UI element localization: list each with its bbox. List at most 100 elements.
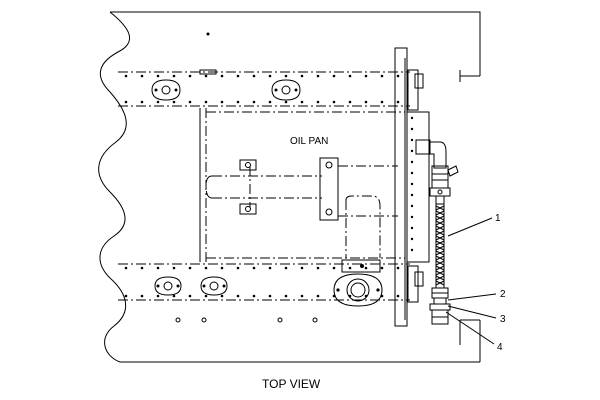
leader-lines xyxy=(445,217,497,345)
bolt-hole xyxy=(268,266,272,270)
callout-2: 2 xyxy=(500,289,506,300)
bolt-hole xyxy=(268,74,272,78)
bolt-hole xyxy=(252,266,256,270)
bolt-hole xyxy=(172,266,176,270)
bolt-hole xyxy=(316,266,320,270)
mounting-pad xyxy=(151,79,181,101)
bolt-hole xyxy=(396,100,400,104)
bolt-hole xyxy=(284,74,288,78)
bolt-hole xyxy=(220,294,224,298)
bolt-hole xyxy=(140,266,144,270)
bolt-hole xyxy=(220,74,224,78)
bolt-hole xyxy=(410,226,414,230)
bolt-hole xyxy=(140,74,144,78)
bolt-hole xyxy=(236,74,240,78)
bolt-hole xyxy=(364,74,368,78)
bolt-hole xyxy=(380,74,384,78)
bolt-hole xyxy=(396,294,400,298)
braided-hose xyxy=(435,204,445,288)
bolt-hole xyxy=(348,100,352,104)
callout-4: 4 xyxy=(497,342,503,353)
bolt-hole xyxy=(140,100,144,104)
bolt-hole xyxy=(300,294,304,298)
bolt-hole xyxy=(410,248,414,252)
bolt-hole xyxy=(410,149,414,153)
bolt-hole xyxy=(284,100,288,104)
drain-flange xyxy=(333,259,383,307)
hose-braid-segment xyxy=(435,235,445,241)
bolt-hole xyxy=(410,204,414,208)
right-mounting-plate xyxy=(394,47,430,327)
bolt-hole xyxy=(364,266,368,270)
bolt-hole xyxy=(172,74,176,78)
bolt-hole xyxy=(316,100,320,104)
hose-braid-segment xyxy=(435,265,445,271)
bolt-hole xyxy=(380,266,384,270)
bolt-hole xyxy=(284,294,288,298)
bolt-hole xyxy=(220,100,224,104)
bolt-hole xyxy=(348,266,352,270)
bolt-hole xyxy=(396,266,400,270)
hose-braid-segment xyxy=(435,245,445,251)
bolt-hole xyxy=(410,127,414,131)
bolt-hole xyxy=(252,74,256,78)
bolt-hole xyxy=(236,266,240,270)
callout-1: 1 xyxy=(495,213,501,224)
upper-housing xyxy=(98,11,481,279)
bolt-hole xyxy=(410,237,414,241)
bolt-hole xyxy=(410,215,414,219)
drain-valve xyxy=(415,139,459,205)
hose-braid-segment xyxy=(435,220,445,226)
bolt-hole xyxy=(316,74,320,78)
bolt-hole xyxy=(316,294,320,298)
bolt-hole xyxy=(252,100,256,104)
bolt-hole xyxy=(396,74,400,78)
lower-housing xyxy=(104,277,481,363)
hose-braid-segment xyxy=(435,280,445,286)
oil-pan xyxy=(199,108,405,262)
hose-braid-segment xyxy=(435,250,445,256)
bolt-hole xyxy=(188,100,192,104)
hose-braid-segment xyxy=(435,210,445,216)
bolt-hole xyxy=(410,138,414,142)
mounting-pad xyxy=(154,276,182,296)
upper-rail xyxy=(118,69,410,107)
bolt-hole xyxy=(348,74,352,78)
bolt-hole xyxy=(124,294,128,298)
bolt-hole xyxy=(410,116,414,120)
bolt-hole xyxy=(140,294,144,298)
bolt-hole xyxy=(188,266,192,270)
bolt-hole xyxy=(188,74,192,78)
suction-tube xyxy=(205,157,398,258)
bolt-hole xyxy=(284,266,288,270)
bolt-hole xyxy=(172,294,176,298)
bolt-hole xyxy=(156,294,160,298)
bolt-hole xyxy=(236,100,240,104)
bolt-hole xyxy=(124,100,128,104)
callout-3: 3 xyxy=(500,314,506,325)
bolt-hole xyxy=(204,294,208,298)
bolt-hole xyxy=(268,294,272,298)
hose-braid-segment xyxy=(435,225,445,231)
hose-braid-segment xyxy=(435,230,445,236)
bolt-hole xyxy=(204,266,208,270)
bolt-hole xyxy=(300,266,304,270)
bolt-hole xyxy=(188,294,192,298)
bolt-hole xyxy=(364,100,368,104)
hose-fittings xyxy=(429,287,451,325)
bolt-hole xyxy=(220,266,224,270)
oil-pan-label: OIL PAN xyxy=(290,136,328,147)
bolt-hole xyxy=(236,294,240,298)
hose-braid-segment xyxy=(435,205,445,211)
mounting-pad xyxy=(271,79,301,101)
bolt-hole xyxy=(156,100,160,104)
lower-rail xyxy=(118,263,410,323)
bolt-hole xyxy=(124,74,128,78)
mounting-pad xyxy=(200,276,228,296)
bolt-hole xyxy=(172,100,176,104)
bolt-hole xyxy=(300,74,304,78)
hose-braid-segment xyxy=(435,275,445,281)
bolt-hole xyxy=(332,266,336,270)
bolt-hole xyxy=(332,74,336,78)
